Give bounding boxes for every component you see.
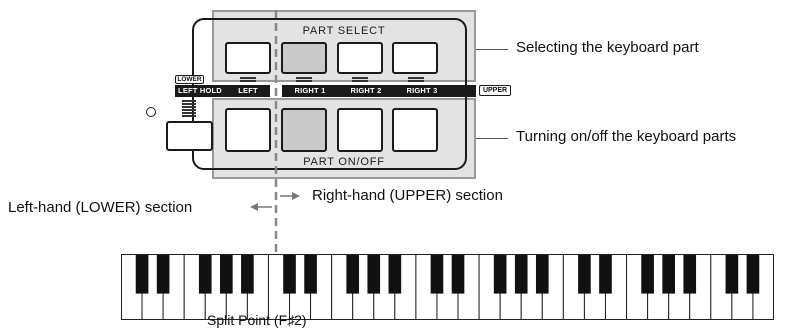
left-hold-label: LEFT HOLD (178, 86, 222, 95)
black-key (535, 254, 549, 294)
black-key (683, 254, 697, 294)
black-key (198, 254, 212, 294)
part-on-off-right1-button[interactable] (281, 108, 327, 152)
black-key (346, 254, 360, 294)
part-on-off-label: PART ON/OFF (303, 156, 385, 168)
black-key (220, 254, 233, 294)
black-key (241, 254, 254, 294)
left-hold-button[interactable] (166, 121, 213, 151)
part-select-label: PART SELECT (302, 25, 386, 37)
keyboard (121, 254, 774, 320)
callout-turning: Turning on/off the keyboard parts (516, 128, 737, 145)
callout-selecting: Selecting the keyboard part (516, 39, 699, 56)
part-on-off-left-button[interactable] (225, 108, 271, 152)
black-key (388, 254, 402, 294)
black-key (662, 254, 675, 294)
right2-label: RIGHT 2 (350, 86, 382, 95)
left-section-label: Left-hand (LOWER) section (8, 199, 193, 216)
callout-line-select (476, 49, 508, 51)
black-key (725, 254, 739, 294)
black-key (367, 254, 381, 294)
right-strip (282, 85, 476, 97)
left-label: LEFT (238, 86, 258, 95)
black-key (578, 254, 591, 294)
keyboard-outline (121, 254, 774, 320)
part-select-right1-button[interactable] (281, 42, 327, 74)
part-on-off-right2-button[interactable] (337, 108, 383, 152)
part-select-right3-button[interactable] (392, 42, 438, 74)
black-key (451, 254, 465, 294)
black-key (599, 254, 612, 294)
callout-line-turning (476, 138, 508, 140)
upper-tag: UPPER (479, 85, 511, 96)
part-select-left-button[interactable] (225, 42, 271, 74)
left-strip (175, 85, 270, 97)
black-key (514, 254, 528, 294)
right1-label: RIGHT 1 (294, 86, 326, 95)
black-key (641, 254, 654, 294)
right3-label: RIGHT 3 (406, 86, 438, 95)
black-key (304, 254, 317, 294)
black-key (156, 254, 170, 294)
black-key (493, 254, 507, 294)
split-point-label: Split Point (F♯2) (207, 312, 307, 328)
part-on-off-right3-button[interactable] (392, 108, 438, 152)
black-key (135, 254, 149, 294)
right-section-label: Right-hand (UPPER) section (312, 187, 503, 204)
black-key (283, 254, 296, 294)
part-select-right2-button[interactable] (337, 42, 383, 74)
lower-tag: LOWER (175, 75, 204, 84)
black-key (430, 254, 444, 294)
indicator-led (146, 107, 156, 117)
black-key (746, 254, 760, 294)
